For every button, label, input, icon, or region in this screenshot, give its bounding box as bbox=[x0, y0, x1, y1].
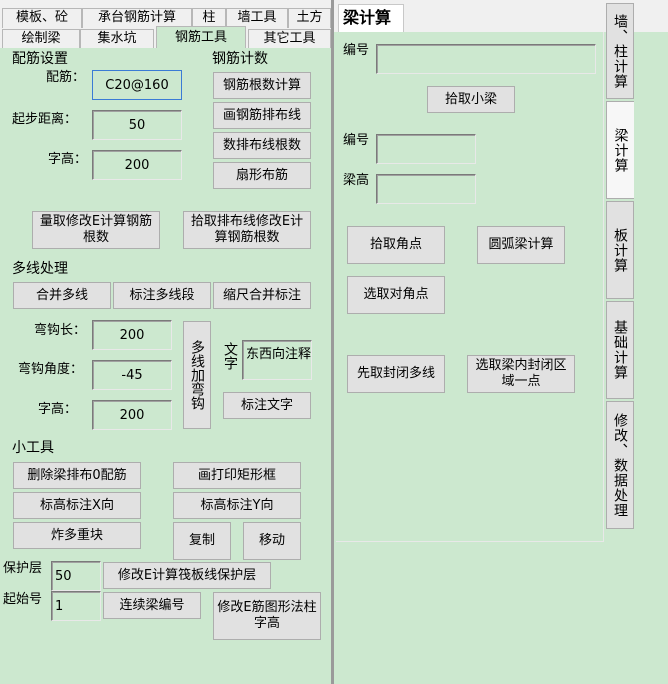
beam-height-label: 梁高 bbox=[343, 173, 370, 188]
side-tab-wall-column-label: 墙、柱计算 bbox=[612, 13, 628, 89]
tab-wall-tools[interactable]: 墙工具 bbox=[226, 8, 288, 28]
multiline-text-height-input[interactable]: 200 bbox=[92, 400, 172, 430]
number-label-2: 编号 bbox=[343, 133, 370, 148]
number-input-1[interactable] bbox=[376, 44, 596, 74]
tab-other-tools[interactable]: 其它工具 bbox=[248, 29, 331, 48]
add-hook-button[interactable]: 多线加弯钩 bbox=[183, 321, 211, 429]
arc-beam-calc-button[interactable]: 圆弧梁计算 bbox=[477, 226, 565, 264]
start-no-input[interactable]: 1 bbox=[51, 591, 101, 621]
scale-merge-annotate-button[interactable]: 缩尺合并标注 bbox=[213, 282, 311, 309]
pick-diagonal-button[interactable]: 选取对角点 bbox=[347, 276, 445, 314]
text-label-content: 文字 bbox=[222, 342, 238, 370]
tab-rebar-tools[interactable]: 钢筋工具 bbox=[156, 26, 246, 48]
hook-length-label: 弯钩长： bbox=[34, 323, 87, 338]
side-tab-modify-data[interactable]: 修改、数据处理 bbox=[606, 401, 634, 529]
continuous-beam-no-button[interactable]: 连续梁编号 bbox=[103, 592, 201, 619]
tab-column[interactable]: 柱 bbox=[192, 8, 226, 28]
pick-small-beam-button[interactable]: 拾取小梁 bbox=[427, 86, 515, 113]
modify-column-text-height-button[interactable]: 修改E筋图形法柱字高 bbox=[213, 592, 321, 640]
merge-multiline-button[interactable]: 合并多线 bbox=[13, 282, 111, 309]
rebar-count-title: 钢筋计数 bbox=[212, 51, 268, 67]
pick-line-modify-count-button[interactable]: 拾取排布线修改E计算钢筋根数 bbox=[183, 211, 311, 249]
multiline-title: 多线处理 bbox=[12, 261, 68, 277]
draw-print-frame-button[interactable]: 画打印矩形框 bbox=[173, 462, 301, 489]
beam-calc-title: 梁计算 bbox=[343, 8, 392, 27]
hook-length-input[interactable]: 200 bbox=[92, 320, 172, 350]
number-input-2[interactable] bbox=[376, 134, 476, 164]
beam-height-input[interactable] bbox=[376, 174, 476, 204]
fan-rebar-button[interactable]: 扇形布筋 bbox=[213, 162, 311, 189]
elevation-y-button[interactable]: 标高标注Y向 bbox=[173, 492, 301, 519]
side-tab-wall-column[interactable]: 墙、柱计算 bbox=[606, 3, 634, 99]
pick-closed-polyline-button[interactable]: 先取封闭多线 bbox=[347, 355, 445, 393]
add-hook-button-label: 多线加弯钩 bbox=[189, 340, 205, 410]
delete-zero-rebar-button[interactable]: 删除梁排布0配筋 bbox=[13, 462, 141, 489]
side-tab-foundation-label: 基础计算 bbox=[612, 320, 628, 380]
panel-divider bbox=[331, 0, 334, 684]
hook-angle-label: 弯钩角度： bbox=[18, 362, 84, 377]
rebar-settings-title: 配筋设置 bbox=[12, 51, 68, 67]
elevation-x-button[interactable]: 标高标注X向 bbox=[13, 492, 141, 519]
hook-angle-input[interactable]: -45 bbox=[92, 360, 172, 390]
side-tab-beam-label: 梁计算 bbox=[612, 127, 629, 173]
rebar-input[interactable]: C20@160 bbox=[92, 70, 182, 100]
explode-blocks-button[interactable]: 炸多重块 bbox=[13, 522, 141, 549]
pick-corner-button[interactable]: 拾取角点 bbox=[347, 226, 445, 264]
cover-label: 保护层 bbox=[3, 561, 43, 576]
start-distance-label: 起步距离： bbox=[12, 112, 78, 127]
rebar-count-button[interactable]: 钢筋根数计算 bbox=[213, 72, 311, 99]
annotate-text-button[interactable]: 标注文字 bbox=[223, 392, 311, 419]
text-height-label: 字高： bbox=[48, 152, 88, 167]
side-tab-slab[interactable]: 板计算 bbox=[606, 201, 634, 299]
draw-rebar-line-button[interactable]: 画钢筋排布线 bbox=[213, 102, 311, 129]
count-line-bars-button[interactable]: 数排布线根数 bbox=[213, 132, 311, 159]
rebar-label: 配筋： bbox=[46, 70, 86, 85]
number-label-1: 编号 bbox=[343, 43, 370, 58]
multiline-text-height-label: 字高： bbox=[38, 402, 78, 417]
side-tab-foundation[interactable]: 基础计算 bbox=[606, 301, 634, 399]
annotate-segments-button[interactable]: 标注多线段 bbox=[113, 282, 211, 309]
tab-formwork[interactable]: 模板、砼 bbox=[2, 8, 82, 28]
side-tab-beam[interactable]: 梁计算 bbox=[606, 101, 634, 199]
move-button[interactable]: 移动 bbox=[243, 522, 301, 560]
side-tab-modify-data-label: 修改、数据处理 bbox=[612, 412, 628, 518]
start-distance-input[interactable]: 50 bbox=[92, 110, 182, 140]
measure-modify-count-button[interactable]: 量取修改E计算钢筋根数 bbox=[32, 211, 160, 249]
tab-sump-pit[interactable]: 集水坑 bbox=[80, 29, 154, 48]
side-tab-slab-label: 板计算 bbox=[612, 227, 628, 273]
cover-input[interactable]: 50 bbox=[51, 561, 101, 591]
tab-earthwork[interactable]: 土方 bbox=[288, 8, 331, 28]
pick-inside-point-button[interactable]: 选取梁内封闭区域一点 bbox=[467, 355, 575, 393]
copy-button[interactable]: 复制 bbox=[173, 522, 231, 560]
text-content-input[interactable]: 东西向注释 bbox=[242, 340, 312, 380]
modify-raft-cover-button[interactable]: 修改E计算筏板线保护层 bbox=[103, 562, 271, 589]
start-no-label: 起始号 bbox=[3, 592, 43, 607]
beam-calc-title-tab bbox=[338, 4, 404, 34]
tab-draw-beam[interactable]: 绘制梁 bbox=[2, 29, 80, 48]
tools-title: 小工具 bbox=[12, 440, 54, 456]
text-label: 文字 bbox=[222, 342, 238, 374]
text-height-input[interactable]: 200 bbox=[92, 150, 182, 180]
tab-pile-cap-rebar[interactable]: 承台钢筋计算 bbox=[82, 8, 192, 28]
